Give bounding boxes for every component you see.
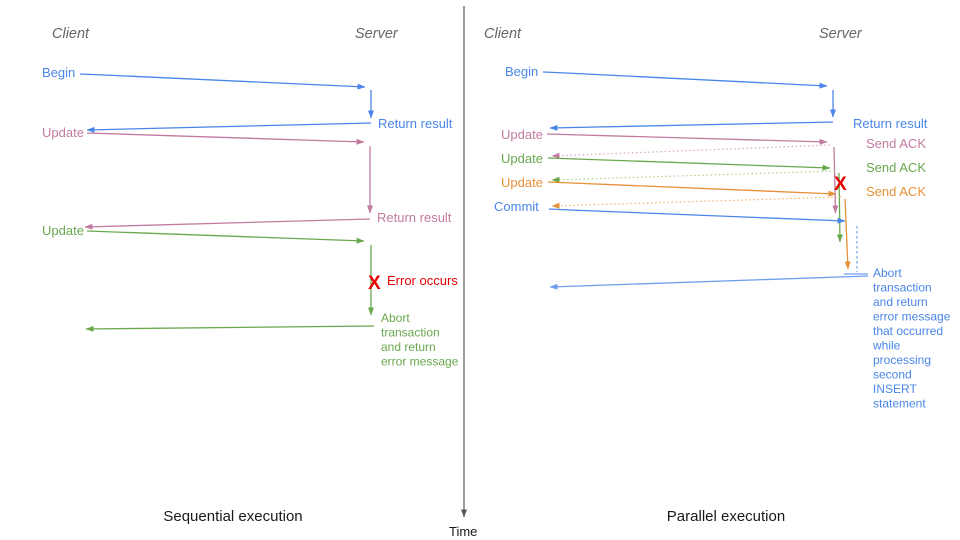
par-abort-line-10: statement bbox=[873, 397, 926, 411]
parallel-panel: Client Server Begin Return result Update… bbox=[484, 26, 951, 525]
par-begin-request-arrow bbox=[542, 71, 828, 89]
par-abort-line-4: error message bbox=[873, 310, 951, 324]
par-caption: Parallel execution bbox=[667, 508, 785, 525]
seq-abort-return-arrow bbox=[85, 325, 375, 332]
seq-abort-line-1: Abort bbox=[381, 311, 410, 325]
par-commit-request-arrow bbox=[548, 208, 846, 224]
par-update-3-request-arrow bbox=[547, 181, 837, 197]
seq-begin-request-arrow bbox=[79, 73, 366, 90]
par-update-2-request-arrow bbox=[547, 157, 831, 171]
par-send-ack-1-label: Send ACK bbox=[866, 136, 926, 151]
par-update-1-label: Update bbox=[501, 127, 543, 142]
par-send-ack-2-label: Send ACK bbox=[866, 160, 926, 175]
seq-update-2-label: Update bbox=[42, 223, 84, 238]
par-abort-line-9: INSERT bbox=[873, 382, 917, 396]
par-send-ack-2-arrow bbox=[551, 170, 836, 183]
seq-return-result-1-label: Return result bbox=[378, 116, 453, 131]
par-client-header: Client bbox=[484, 26, 522, 42]
par-update-1-request-arrow bbox=[546, 133, 828, 145]
seq-abort-line-4: error message bbox=[381, 355, 459, 369]
seq-server-header: Server bbox=[355, 26, 399, 42]
par-return-result-label: Return result bbox=[853, 116, 928, 131]
par-abort-line-6: while bbox=[872, 339, 901, 353]
par-return-result-arrow bbox=[549, 121, 834, 131]
par-abort-line-1: Abort bbox=[873, 266, 902, 280]
par-commit-label: Commit bbox=[494, 199, 539, 214]
seq-update-2-request-arrow bbox=[86, 230, 365, 244]
par-send-ack-3-label: Send ACK bbox=[866, 184, 926, 199]
par-update-3-label: Update bbox=[501, 175, 543, 190]
par-begin-label: Begin bbox=[505, 64, 538, 79]
seq-return-result-2-label: Return result bbox=[377, 210, 452, 225]
seq-abort-note: Abort transaction and return error messa… bbox=[381, 311, 459, 369]
par-abort-line-7: processing bbox=[873, 353, 931, 367]
seq-return-result-2-arrow bbox=[84, 218, 371, 230]
seq-client-header: Client bbox=[52, 26, 90, 42]
par-error-x-icon: X bbox=[834, 174, 847, 195]
seq-caption: Sequential execution bbox=[163, 508, 302, 525]
seq-abort-line-3: and return bbox=[381, 340, 436, 354]
par-abort-note: Abort transaction and return error messa… bbox=[872, 266, 951, 411]
par-abort-return-arrow bbox=[549, 275, 869, 290]
par-update-2-processing-line bbox=[836, 172, 843, 243]
time-axis-label: Time bbox=[449, 524, 477, 539]
seq-abort-line-2: transaction bbox=[381, 326, 440, 340]
seq-return-result-1-arrow bbox=[86, 122, 372, 133]
par-server-header: Server bbox=[819, 26, 863, 42]
par-abort-line-3: and return bbox=[873, 295, 928, 309]
sequential-panel: Client Server Begin Return result Update… bbox=[42, 26, 459, 525]
seq-update-1-request-arrow bbox=[86, 132, 365, 145]
par-send-ack-3-arrow bbox=[551, 196, 842, 209]
par-send-ack-1-arrow bbox=[551, 144, 831, 159]
par-update-2-label: Update bbox=[501, 151, 543, 166]
par-update-1-processing-line bbox=[832, 146, 839, 214]
par-abort-line-8: second bbox=[873, 368, 912, 382]
seq-update-1-label: Update bbox=[42, 125, 84, 140]
seq-error-occurs-label: Error occurs bbox=[387, 273, 458, 288]
seq-begin-label: Begin bbox=[42, 65, 75, 80]
par-abort-line-5: that occurred bbox=[873, 324, 943, 338]
seq-error-x-icon: X bbox=[368, 273, 381, 294]
par-update-3-processing-line bbox=[844, 198, 851, 270]
par-abort-line-2: transaction bbox=[873, 281, 932, 295]
